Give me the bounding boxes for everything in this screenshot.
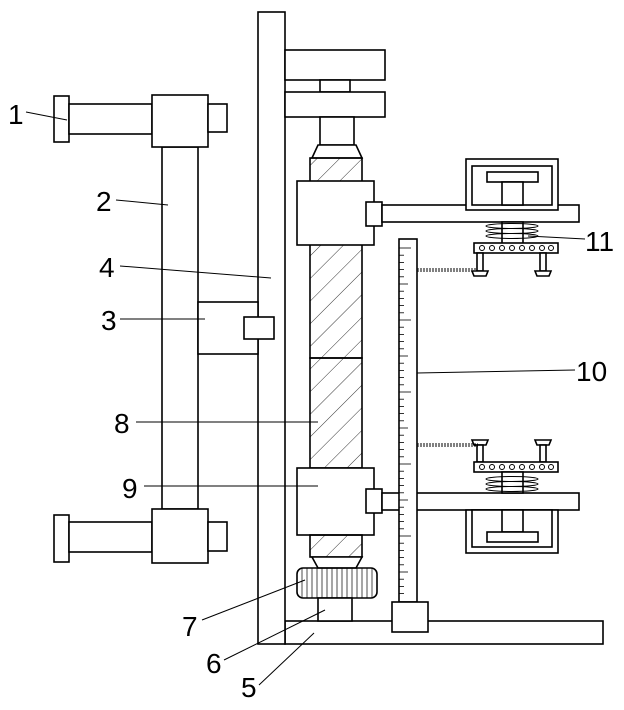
callout-6: 6 (206, 648, 222, 679)
callout-2: 2 (96, 186, 112, 217)
lower-left-block (152, 509, 208, 563)
drive-gear (297, 568, 377, 598)
upper-clamp-feet (472, 253, 551, 276)
top-bearing-shaft (320, 117, 354, 145)
lower-frame-cap (487, 532, 538, 542)
lower-spring-housing (502, 472, 523, 493)
lower-frame-stem (502, 510, 523, 532)
upper-bolt-end (208, 104, 227, 132)
top-taper (312, 145, 362, 158)
scale-base-block (392, 602, 428, 632)
motor-shaft (318, 598, 352, 621)
top-neck (320, 80, 350, 92)
upper-bolt-shaft (69, 104, 152, 134)
upper-frame-cap (487, 172, 538, 182)
top-plate-lower (285, 92, 385, 117)
lower-bolt-end (208, 522, 227, 551)
upper-slider-block (297, 181, 374, 245)
lower-bolt-head (54, 515, 69, 562)
top-plate-upper (285, 50, 385, 80)
lower-slider-pin (366, 489, 382, 513)
lead-screw-lower (310, 358, 362, 468)
callout-11: 11 (585, 226, 614, 257)
callout-5: 5 (241, 672, 257, 703)
base-plate (285, 621, 603, 644)
upper-left-block (152, 95, 208, 147)
callout-4: 4 (99, 252, 115, 283)
callout-1: 1 (8, 99, 24, 130)
lower-slider-block (297, 468, 374, 535)
upper-slider-pin (366, 202, 382, 226)
callout-8: 8 (114, 408, 130, 439)
callout-7: 7 (182, 611, 198, 642)
callout-10: 10 (576, 356, 607, 387)
upper-clamp-bar (474, 243, 558, 253)
lower-clamp-feet (472, 440, 551, 462)
callout-9: 9 (122, 473, 138, 504)
bottom-taper (312, 557, 362, 568)
lower-clamp-bar (474, 462, 558, 472)
left-vertical-rod (162, 147, 198, 509)
sleeve-clamp (244, 317, 274, 339)
lead-screw-bottom (310, 535, 362, 557)
callout-3: 3 (101, 305, 117, 336)
upper-frame-stem (502, 182, 523, 205)
lower-bolt-shaft (69, 522, 152, 552)
